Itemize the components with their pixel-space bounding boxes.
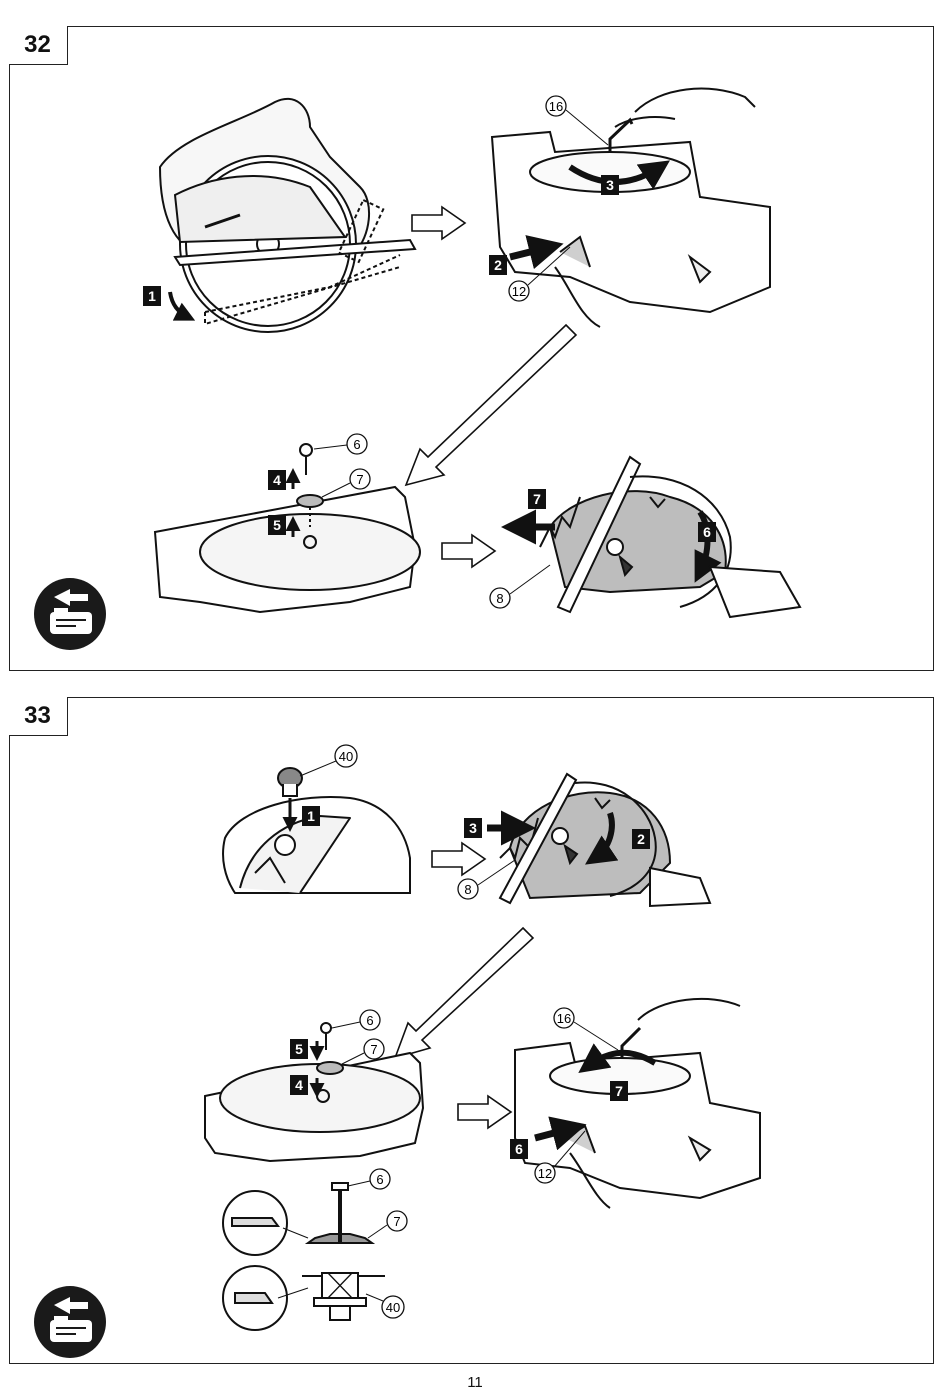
process-arrow <box>441 533 497 569</box>
svg-text:5: 5 <box>273 517 281 533</box>
callout-8: 8 <box>489 564 551 609</box>
circular-saw-drawing <box>158 97 417 333</box>
inner-flange-drawing <box>222 767 411 894</box>
flange-orientation-detail <box>222 1182 385 1331</box>
step-7-marker: 7 <box>610 1081 628 1101</box>
saw-with-hex-key-drawing <box>490 87 771 328</box>
svg-text:7: 7 <box>533 491 541 507</box>
step-4-marker: 4 <box>290 1075 325 1098</box>
step-3-marker: 3 <box>601 175 619 195</box>
svg-text:1: 1 <box>307 808 315 824</box>
svg-text:2: 2 <box>494 257 502 273</box>
step-3-marker: 3 <box>464 810 536 846</box>
step-1-marker: 1 <box>143 286 196 321</box>
callout-6-detail: 6 <box>347 1168 391 1190</box>
callout-40: 40 <box>299 744 358 777</box>
svg-text:4: 4 <box>295 1077 303 1093</box>
remove-battery-icon <box>34 578 106 650</box>
process-arrow <box>457 1094 513 1130</box>
callout-12: 12 <box>508 246 571 302</box>
svg-text:12: 12 <box>512 284 526 299</box>
step-7-marker: 7 <box>501 489 555 545</box>
figure-32-panel: 32 1 <box>8 25 934 671</box>
saw-bolt-install-drawing <box>204 1022 425 1163</box>
step-2-marker: 2 <box>632 829 650 849</box>
figure-number: 33 <box>8 696 68 736</box>
svg-text:40: 40 <box>386 1300 400 1315</box>
svg-text:4: 4 <box>273 472 281 488</box>
svg-text:8: 8 <box>464 882 471 897</box>
svg-text:6: 6 <box>353 437 360 452</box>
callout-16: 16 <box>553 1007 619 1051</box>
callout-40-detail: 40 <box>365 1293 405 1319</box>
callout-8: 8 <box>457 859 516 900</box>
step-6-marker: 6 <box>510 1116 587 1159</box>
svg-text:3: 3 <box>469 820 477 836</box>
svg-text:6: 6 <box>376 1172 383 1187</box>
svg-text:6: 6 <box>515 1141 523 1157</box>
svg-text:7: 7 <box>370 1042 377 1057</box>
blade-removal-drawing <box>539 455 802 619</box>
svg-text:16: 16 <box>549 99 563 114</box>
svg-text:3: 3 <box>606 177 614 193</box>
svg-text:7: 7 <box>356 472 363 487</box>
callout-6: 6 <box>313 433 368 455</box>
callout-16: 16 <box>545 95 609 146</box>
svg-text:7: 7 <box>393 1214 400 1229</box>
step-5-marker: 5 <box>290 1039 325 1061</box>
figure-33-illustration: 40 1 3 2 <box>34 744 761 1358</box>
process-arrow <box>431 841 487 877</box>
callout-7-detail: 7 <box>367 1210 408 1239</box>
figure-33-panel: 33 40 1 <box>8 696 934 1364</box>
process-arrow <box>411 205 467 241</box>
callout-7: 7 <box>341 1038 385 1065</box>
svg-text:8: 8 <box>496 591 503 606</box>
svg-text:12: 12 <box>538 1166 552 1181</box>
figure-32-illustration: 1 16 3 2 <box>34 87 802 650</box>
step-1-marker: 1 <box>282 798 320 832</box>
callout-12: 12 <box>534 1130 586 1184</box>
step-4-marker: 4 <box>268 468 301 490</box>
callout-7: 7 <box>321 468 371 498</box>
svg-text:16: 16 <box>557 1011 571 1026</box>
figure-number: 32 <box>8 25 68 65</box>
callout-6: 6 <box>331 1009 381 1031</box>
svg-text:40: 40 <box>339 749 353 764</box>
step-6-marker: 6 <box>698 522 716 542</box>
page-number: 11 <box>467 1374 483 1391</box>
step-2-marker: 2 <box>489 235 564 275</box>
svg-text:7: 7 <box>615 1083 623 1099</box>
step-5-marker: 5 <box>268 515 301 537</box>
blade-install-drawing <box>498 772 712 908</box>
saw-bolt-removal-drawing <box>153 443 421 614</box>
process-arrow <box>393 926 535 1060</box>
svg-text:2: 2 <box>637 831 645 847</box>
process-arrow <box>404 323 578 487</box>
svg-text:6: 6 <box>703 524 711 540</box>
rotation-arrow <box>578 1043 657 1074</box>
svg-text:1: 1 <box>148 288 156 304</box>
svg-text:5: 5 <box>295 1041 303 1057</box>
svg-text:6: 6 <box>366 1013 373 1028</box>
remove-battery-icon <box>34 1286 106 1358</box>
